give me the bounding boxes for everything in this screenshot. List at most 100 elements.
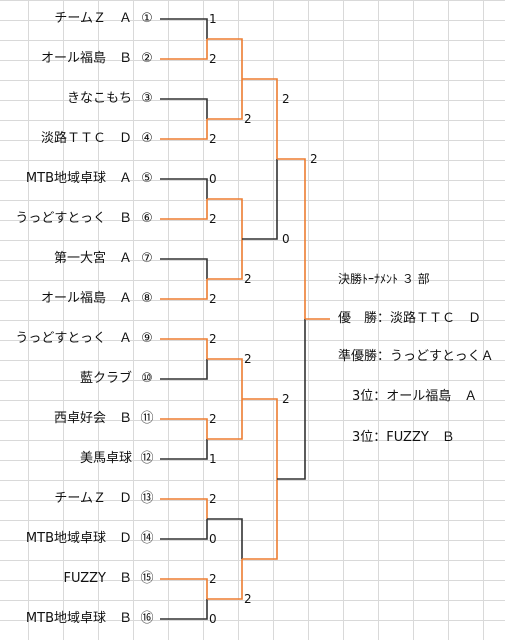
match-score: 0	[282, 232, 290, 246]
team-row[interactable]: FUZZY Ｂ ⑮	[0, 569, 158, 589]
team-seed: ⑥	[141, 211, 153, 226]
team-seed: ③	[141, 91, 153, 106]
match-score: 2	[244, 112, 252, 126]
bracket-line	[207, 399, 243, 440]
team-name: FUZZY Ｂ	[63, 571, 132, 586]
team-row[interactable]: MTB地域卓球 Ｂ ⑯	[0, 609, 158, 629]
bracket-line	[242, 398, 278, 479]
team-name: 藍クラブ	[79, 371, 132, 386]
bracket-line	[160, 258, 208, 279]
bracket-line	[160, 279, 208, 300]
bracket-line	[207, 239, 243, 280]
bracket-line	[207, 38, 243, 79]
team-seed: ⑤	[141, 171, 153, 186]
results-title: 決勝ﾄｰﾅﾒﾝﾄ ３ 部	[338, 272, 430, 286]
match-score: 2	[209, 412, 217, 426]
runner-up-text: 準優勝：うっどすとっくＡ	[338, 349, 494, 364]
bracket-line	[242, 78, 278, 159]
team-name: チームＺ Ａ	[54, 11, 132, 26]
bracket-line	[160, 418, 208, 439]
team-seed: ⑫	[140, 451, 154, 466]
team-row[interactable]: チームＺ Ａ ①	[0, 9, 158, 29]
match-score: 2	[282, 392, 290, 406]
match-score: 2	[209, 492, 217, 506]
team-name: MTB地域卓球 Ｂ	[25, 611, 132, 626]
third-place-text: 3位：オール福島 Ａ	[352, 389, 478, 404]
team-seed: ⑪	[140, 411, 154, 426]
team-row[interactable]: 第一大宮 Ａ ⑦	[0, 249, 158, 269]
bracket-line	[160, 439, 208, 460]
match-score: 2	[209, 132, 217, 146]
team-seed: ⑩	[141, 371, 153, 386]
match-score: 2	[209, 52, 217, 66]
team-name: MTB地域卓球 Ａ	[25, 171, 132, 186]
team-name: チームＺ Ｄ	[54, 491, 132, 506]
bracket-line	[207, 559, 243, 600]
team-seed: ⑭	[140, 531, 154, 546]
bracket-line	[160, 18, 208, 39]
team-name: オール福島 Ｂ	[40, 51, 132, 66]
bracket-line	[207, 358, 243, 399]
match-score: 2	[244, 592, 252, 606]
bracket-line	[242, 159, 278, 240]
bracket-line	[160, 519, 208, 540]
team-name: 美馬卓球	[79, 451, 132, 466]
match-score: 1	[209, 452, 217, 466]
team-row[interactable]: きなこもち ③	[0, 89, 158, 109]
match-score: 1	[209, 12, 217, 26]
bracket-line	[160, 599, 208, 620]
team-name: 淡路ＴＴＣ Ｄ	[40, 131, 132, 146]
team-row[interactable]: 美馬卓球 ⑫	[0, 449, 158, 469]
bracket-line	[160, 39, 208, 60]
team-name: MTB地域卓球 Ｄ	[25, 531, 132, 546]
bracket-line	[207, 79, 243, 120]
bracket-line	[160, 119, 208, 140]
match-score: 2	[244, 352, 252, 366]
team-row[interactable]: 淡路ＴＴＣ Ｄ ④	[0, 129, 158, 149]
team-row[interactable]: チームＺ Ｄ ⑬	[0, 489, 158, 509]
match-score: 2	[209, 212, 217, 226]
team-seed: ⑬	[140, 491, 154, 506]
team-seed: ④	[141, 131, 153, 146]
bracket-line	[242, 479, 278, 560]
bracket-line	[207, 518, 243, 559]
bracket-line	[277, 158, 306, 319]
team-row[interactable]: 西卓好会 Ｂ ⑪	[0, 409, 158, 429]
match-score: 2	[209, 292, 217, 306]
team-name: きなこもち	[66, 91, 132, 106]
bracket-line	[207, 198, 243, 239]
champion-text: 優 勝：淡路ＴＴＣ Ｄ	[338, 311, 482, 326]
team-seed: ①	[141, 11, 153, 26]
match-score: 0	[209, 172, 217, 186]
team-seed: ⑯	[140, 611, 154, 626]
match-score: 0	[209, 532, 217, 546]
team-name: 第一大宮 Ａ	[53, 251, 132, 266]
match-score: 2	[282, 92, 290, 106]
team-row[interactable]: オール福島 Ａ ⑧	[0, 289, 158, 309]
team-name: 西卓好会 Ｂ	[53, 411, 132, 426]
team-seed: ⑧	[141, 291, 153, 306]
third-place-text: 3位：FUZZY Ｂ	[352, 430, 455, 445]
team-seed: ⑦	[141, 251, 153, 266]
match-score: 2	[209, 332, 217, 346]
team-row[interactable]: 藍クラブ ⑩	[0, 369, 158, 389]
team-row[interactable]: MTB地域卓球 Ｄ ⑭	[0, 529, 158, 549]
bracket-line	[160, 199, 208, 220]
final-score: 2	[310, 152, 318, 166]
bracket-line	[160, 578, 208, 599]
team-seed: ⑮	[140, 571, 154, 586]
team-seed: ⑨	[141, 331, 153, 346]
bracket-line	[160, 178, 208, 199]
bracket-line	[160, 98, 208, 119]
bracket-line	[277, 319, 306, 480]
team-row[interactable]: MTB地域卓球 Ａ ⑤	[0, 169, 158, 189]
bracket-line	[160, 359, 208, 380]
match-score: 0	[209, 612, 217, 626]
team-name: オール福島 Ａ	[40, 291, 132, 306]
match-score: 2	[244, 272, 252, 286]
